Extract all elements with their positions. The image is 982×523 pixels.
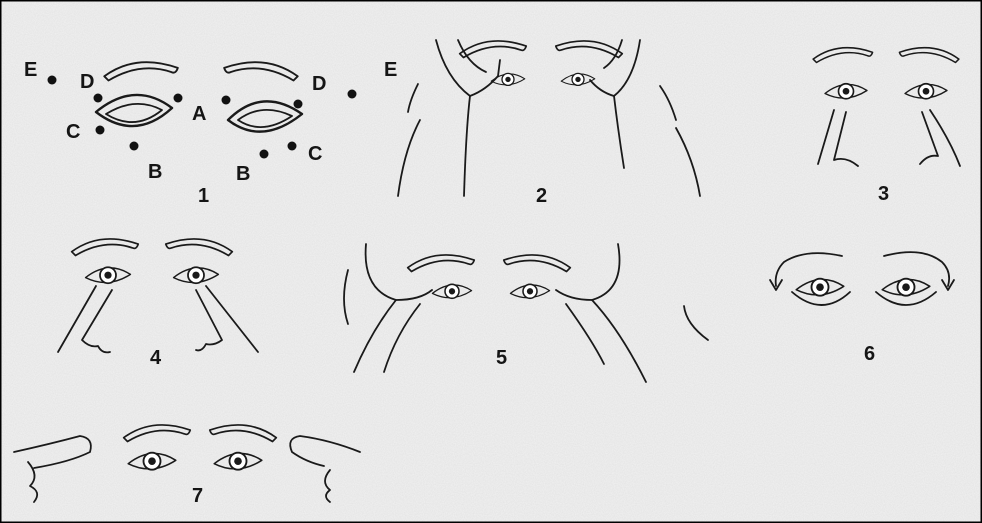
point-e-right [348,90,357,99]
point-d-right [294,100,303,109]
panel-number: 4 [150,347,162,369]
panel-number: 7 [192,485,203,507]
panel-number: 1 [198,185,209,207]
label-e: E [24,59,37,81]
panel-number: 3 [878,183,889,205]
panel-number: 2 [536,185,547,207]
label-d: D [80,71,94,93]
point-c-left [96,126,105,135]
label-b: B [236,163,250,185]
label-a: A [192,103,206,125]
label-d: D [312,73,326,95]
label-c: C [308,143,322,165]
point-c-right [288,142,297,151]
label-e: E [384,59,397,81]
point-a-right [222,96,231,105]
panel-number: 6 [864,343,875,365]
label-b: B [148,161,162,183]
panel-number: 5 [496,347,507,369]
point-b-right [260,150,269,159]
point-b-left [130,142,139,151]
label-c: C [66,121,80,143]
point-d-left [94,94,103,103]
point-e-left [48,76,57,85]
point-a-left [174,94,183,103]
